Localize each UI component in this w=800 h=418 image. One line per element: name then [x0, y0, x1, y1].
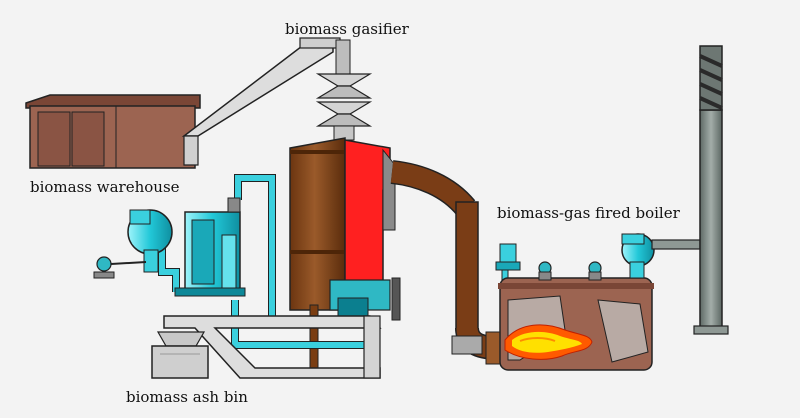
label-biomass-warehouse: biomass warehouse [30, 178, 180, 196]
feed-valve [315, 39, 373, 141]
burner-flame [504, 324, 593, 360]
feed-conveyor [181, 37, 341, 166]
gas-duct [390, 160, 501, 365]
biomass-gasifier [289, 137, 401, 376]
label-biomass-gasifier: biomass gasifier [285, 20, 409, 38]
biomass-warehouse [25, 94, 201, 169]
label-biomass-ash-bin: biomass ash bin [126, 388, 248, 406]
gasifier-blower [93, 209, 173, 279]
ash-system [151, 315, 382, 379]
gas-cleaning-unit [174, 197, 246, 297]
boiler-fan [621, 233, 701, 279]
label-biomass-gas-fired-boiler: biomass-gas fired boiler [497, 204, 680, 222]
chimney-stack [693, 45, 729, 335]
